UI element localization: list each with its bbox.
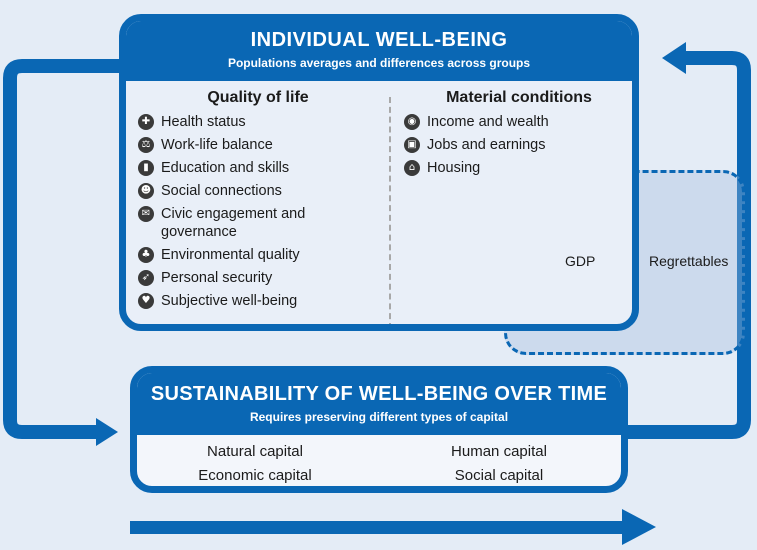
people-icon: ☻ xyxy=(138,183,154,199)
item-label: Environmental quality xyxy=(161,247,300,263)
list-item: ✚ Health status xyxy=(138,113,378,131)
item-label: Subjective well-being xyxy=(161,293,298,309)
heart-icon: ♥ xyxy=(138,293,154,309)
list-item: ⚖ Work-life balance xyxy=(138,136,378,154)
list-item: ➶ Personal security xyxy=(138,269,378,287)
list-item: ⌂ Housing xyxy=(404,159,632,177)
item-label: Education and skills xyxy=(161,160,290,176)
item-label: Personal security xyxy=(161,270,273,286)
well-being-title: INDIVIDUAL WELL-BEING xyxy=(250,29,508,51)
well-being-header: INDIVIDUAL WELL-BEING Populations averag… xyxy=(126,21,632,81)
capital-economic: Economic capital xyxy=(198,467,312,484)
time-arrow-shaft xyxy=(130,521,625,534)
quality-of-life-column: Quality of life ✚ Health status ⚖ Work-lif… xyxy=(138,89,378,315)
sustainability-subtitle: Requires preserving different types of c… xyxy=(249,410,509,424)
runner-icon: ➶ xyxy=(138,270,154,286)
list-item: ✉ Civic engagement and governance xyxy=(138,205,378,241)
time-arrow-head xyxy=(622,509,656,545)
list-item: ♣ Environmental quality xyxy=(138,246,378,264)
well-being-subtitle: Populations averages and differences acr… xyxy=(227,56,531,70)
ballot-icon: ✉ xyxy=(138,206,154,222)
sustainability-title: SUSTAINABILITY OF WELL-BEING OVER TIME xyxy=(150,383,608,405)
individual-well-being-box: INDIVIDUAL WELL-BEING Populations averag… xyxy=(119,14,639,331)
capital-natural: Natural capital xyxy=(207,443,303,460)
capital-human: Human capital xyxy=(451,443,547,460)
item-label: Work-life balance xyxy=(161,137,273,153)
quality-of-life-heading: Quality of life xyxy=(207,89,309,106)
health-icon: ✚ xyxy=(138,114,154,130)
right-loop-arrowhead xyxy=(662,42,686,74)
tree-icon: ♣ xyxy=(138,247,154,263)
balance-scale-icon: ⚖ xyxy=(138,137,154,153)
house-icon: ⌂ xyxy=(404,160,420,176)
item-label: Jobs and earnings xyxy=(427,137,546,153)
sustainability-box: SUSTAINABILITY OF WELL-BEING OVER TIME R… xyxy=(130,366,628,493)
item-label: Civic engagement and governance xyxy=(161,206,306,240)
left-loop-arrowhead xyxy=(96,418,118,446)
material-conditions-heading: Material conditions xyxy=(446,89,592,106)
book-icon: ▮ xyxy=(138,160,154,176)
item-label: Housing xyxy=(427,160,481,176)
briefcase-icon: ▣ xyxy=(404,137,420,153)
left-loop-arrow xyxy=(3,59,119,439)
list-item: ◉ Income and wealth xyxy=(404,113,632,131)
list-item: ▣ Jobs and earnings xyxy=(404,136,632,154)
list-item: ☻ Social connections xyxy=(138,182,378,200)
item-label: Income and wealth xyxy=(427,114,549,130)
item-label: Social connections xyxy=(161,183,282,199)
coins-icon: ◉ xyxy=(404,114,420,130)
material-conditions-column: Material conditions ◉ Income and wealth ▣… xyxy=(404,89,632,182)
sustainability-header: SUSTAINABILITY OF WELL-BEING OVER TIME R… xyxy=(137,373,621,435)
list-item: ♥ Subjective well-being xyxy=(138,292,378,310)
regrettables-label: Regrettables xyxy=(649,253,729,269)
capital-social: Social capital xyxy=(454,467,544,484)
item-label: Health status xyxy=(161,114,246,130)
column-divider xyxy=(389,97,391,324)
list-item: ▮ Education and skills xyxy=(138,159,378,177)
gdp-label: GDP xyxy=(565,253,596,269)
